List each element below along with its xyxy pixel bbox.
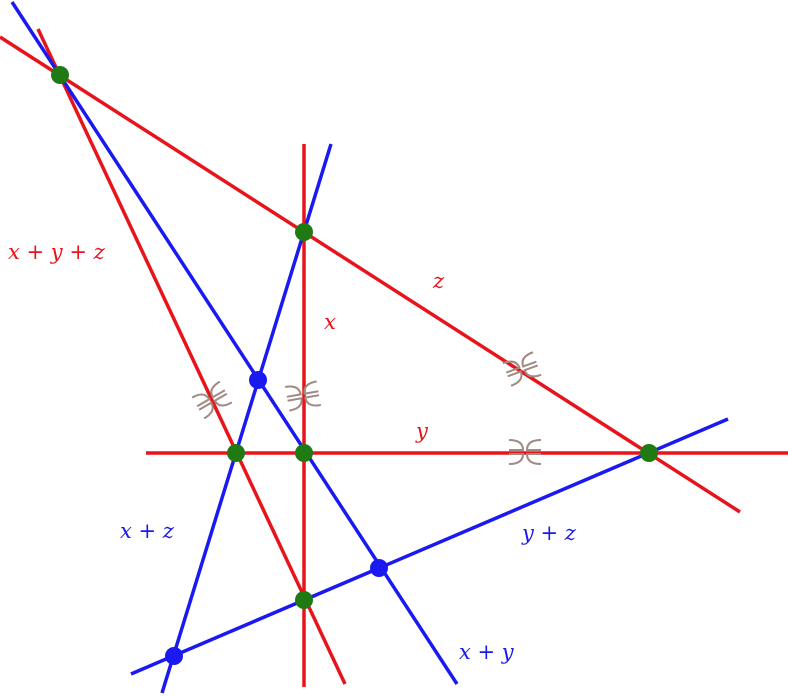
label-x-plus-y-plus-z: x + y + z <box>8 240 106 264</box>
label-y: y <box>415 419 429 443</box>
label-y-plus-z: y + z <box>521 521 577 545</box>
point-x-z <box>295 223 313 241</box>
ornament-lower-right <box>508 439 542 465</box>
ornament-left <box>191 380 233 420</box>
point-blue-upper <box>249 371 267 389</box>
point-left-y <box>227 444 245 462</box>
label-z: z <box>432 269 445 293</box>
point-blue-lower-right <box>370 559 388 577</box>
ornament-upper-right <box>502 351 542 387</box>
point-right-y <box>640 444 658 462</box>
point-top-left <box>51 66 69 84</box>
label-x-plus-y: x + y <box>459 640 515 664</box>
line-y-plus-z <box>130 417 729 676</box>
point-x-y <box>295 444 313 462</box>
ornament-center <box>284 380 322 412</box>
line-x-plus-y <box>10 1 459 685</box>
line-x-plus-y-plus-z <box>36 28 347 685</box>
line-z <box>0 35 741 514</box>
label-x-plus-z: x + z <box>120 519 175 543</box>
point-blue-bottom-left <box>165 647 183 665</box>
point-bottom-x <box>295 591 313 609</box>
label-x: x <box>324 310 336 334</box>
